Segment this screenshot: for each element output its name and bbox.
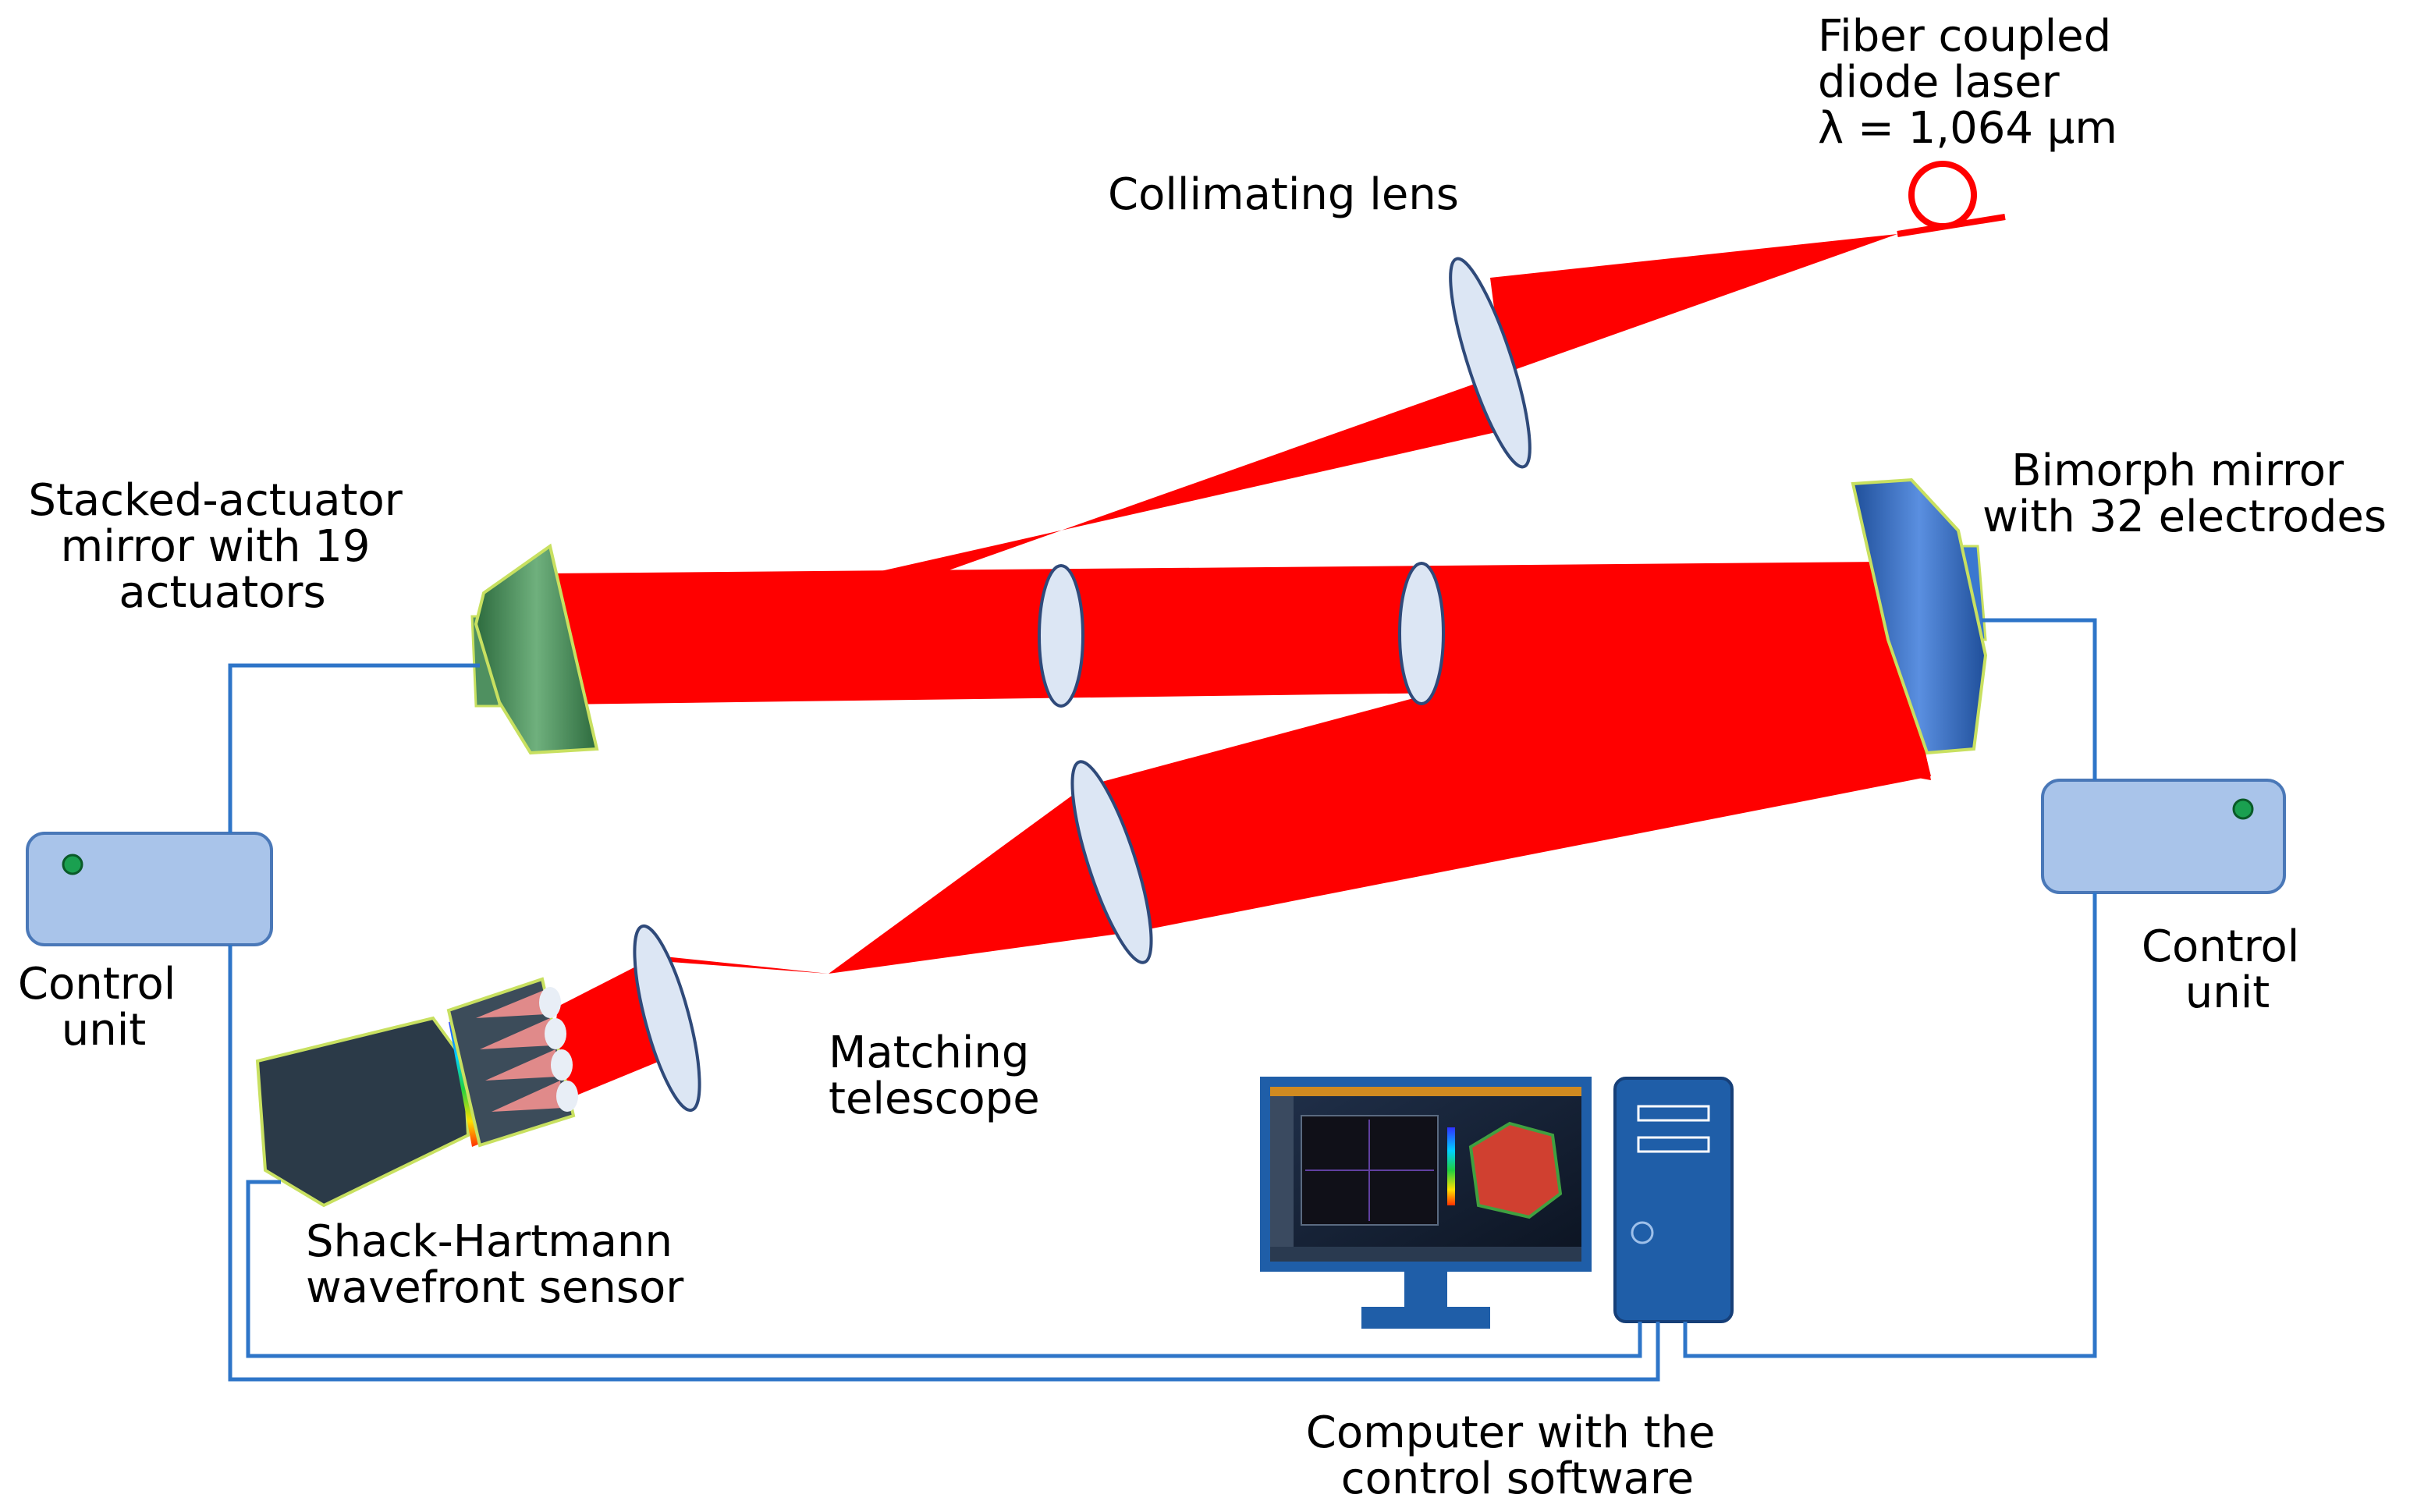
label-stacked-actuator-mirror: Stacked-actuator mirror with 19 actuator… (28, 475, 416, 618)
shack-hartmann-sensor (255, 977, 578, 1208)
tower-drive-bay-1 (1637, 1105, 1710, 1122)
control-unit-left-box (26, 832, 273, 946)
cables (228, 618, 2097, 1382)
label-collimating-lens: Collimating lens (1108, 169, 1459, 220)
monitor-base (1361, 1307, 1490, 1329)
lenslet-3 (551, 1049, 573, 1081)
matching-telescope-lens-1 (1070, 760, 1153, 964)
lenslet-beam-3 (485, 1049, 558, 1081)
stacked-mirror-body (474, 543, 599, 755)
control-unit-right-led-icon (2232, 798, 2254, 820)
lenslet-2 (545, 1018, 566, 1049)
lenses (633, 257, 1532, 1113)
matching-telescope-lens-2 (633, 924, 701, 1113)
fiber-coupled-diode-laser (1897, 161, 2006, 237)
sensor-body (255, 1016, 470, 1208)
label-shack-hartmann-sensor: Shack-Hartmann wavefront sensor (306, 1216, 687, 1313)
cable-right-unit-to-computer (1683, 893, 2097, 1358)
label-computer: Computer with the control software (1306, 1407, 1730, 1504)
relay-lens-left (1038, 564, 1084, 708)
software-3d-surface-plot (1468, 1121, 1563, 1219)
software-colorbar (1447, 1127, 1455, 1205)
cable-bimorph-to-right-unit (1982, 618, 2097, 780)
tower-drive-bay-2 (1637, 1136, 1710, 1153)
control-unit-left-led-icon (62, 854, 83, 875)
stacked-actuator-mirror (470, 543, 599, 755)
fiber-loop-icon (1908, 161, 1977, 229)
relay-lens-right (1398, 562, 1445, 705)
lenslet-beam-4 (492, 1081, 563, 1112)
label-bimorph-mirror: Bimorph mirror with 32 electrodes (1982, 445, 2387, 542)
computer (1260, 1077, 1734, 1329)
software-statusbar (1270, 1247, 1581, 1262)
computer-tower (1613, 1077, 1734, 1323)
control-unit-right (2041, 779, 2286, 894)
beam-segment-focus-to-sensor (546, 956, 829, 1108)
label-laser: Fiber coupled diode laser λ = 1,064 μm (1818, 11, 2125, 154)
lenslet-1 (539, 987, 561, 1018)
beam-segment-telescope-to-focus (829, 786, 1141, 974)
software-sidebar (1270, 1096, 1294, 1262)
cable-left-unit-to-computer (228, 945, 1660, 1382)
label-control-unit-left: Control unit (18, 959, 190, 1056)
cable-sensor-to-computer (246, 1180, 1642, 1358)
beam-segment-bimorph-to-telescope (1084, 584, 1931, 931)
control-unit-left (26, 832, 273, 946)
label-matching-telescope: Matching telescope (829, 1028, 1043, 1124)
power-button-icon (1631, 1221, 1654, 1244)
control-unit-right-box (2041, 779, 2286, 894)
monitor-neck (1404, 1272, 1447, 1307)
label-control-unit-right: Control unit (2142, 921, 2313, 1018)
lenslet-beam-2 (480, 1018, 552, 1049)
lenslet-4 (556, 1081, 578, 1112)
cable-stacked-mirror-to-left-unit (228, 663, 480, 833)
software-toolbar (1270, 1087, 1581, 1096)
collimating-lens (1449, 257, 1532, 469)
bimorph-mirror (1851, 477, 1988, 755)
beam-segment-stacked-to-bimorph (546, 562, 1931, 780)
lenslet-beam-1 (476, 989, 546, 1018)
bimorph-mirror-body (1851, 477, 1988, 755)
fiber-line (1897, 214, 2006, 237)
laser-beam (515, 234, 1931, 1108)
